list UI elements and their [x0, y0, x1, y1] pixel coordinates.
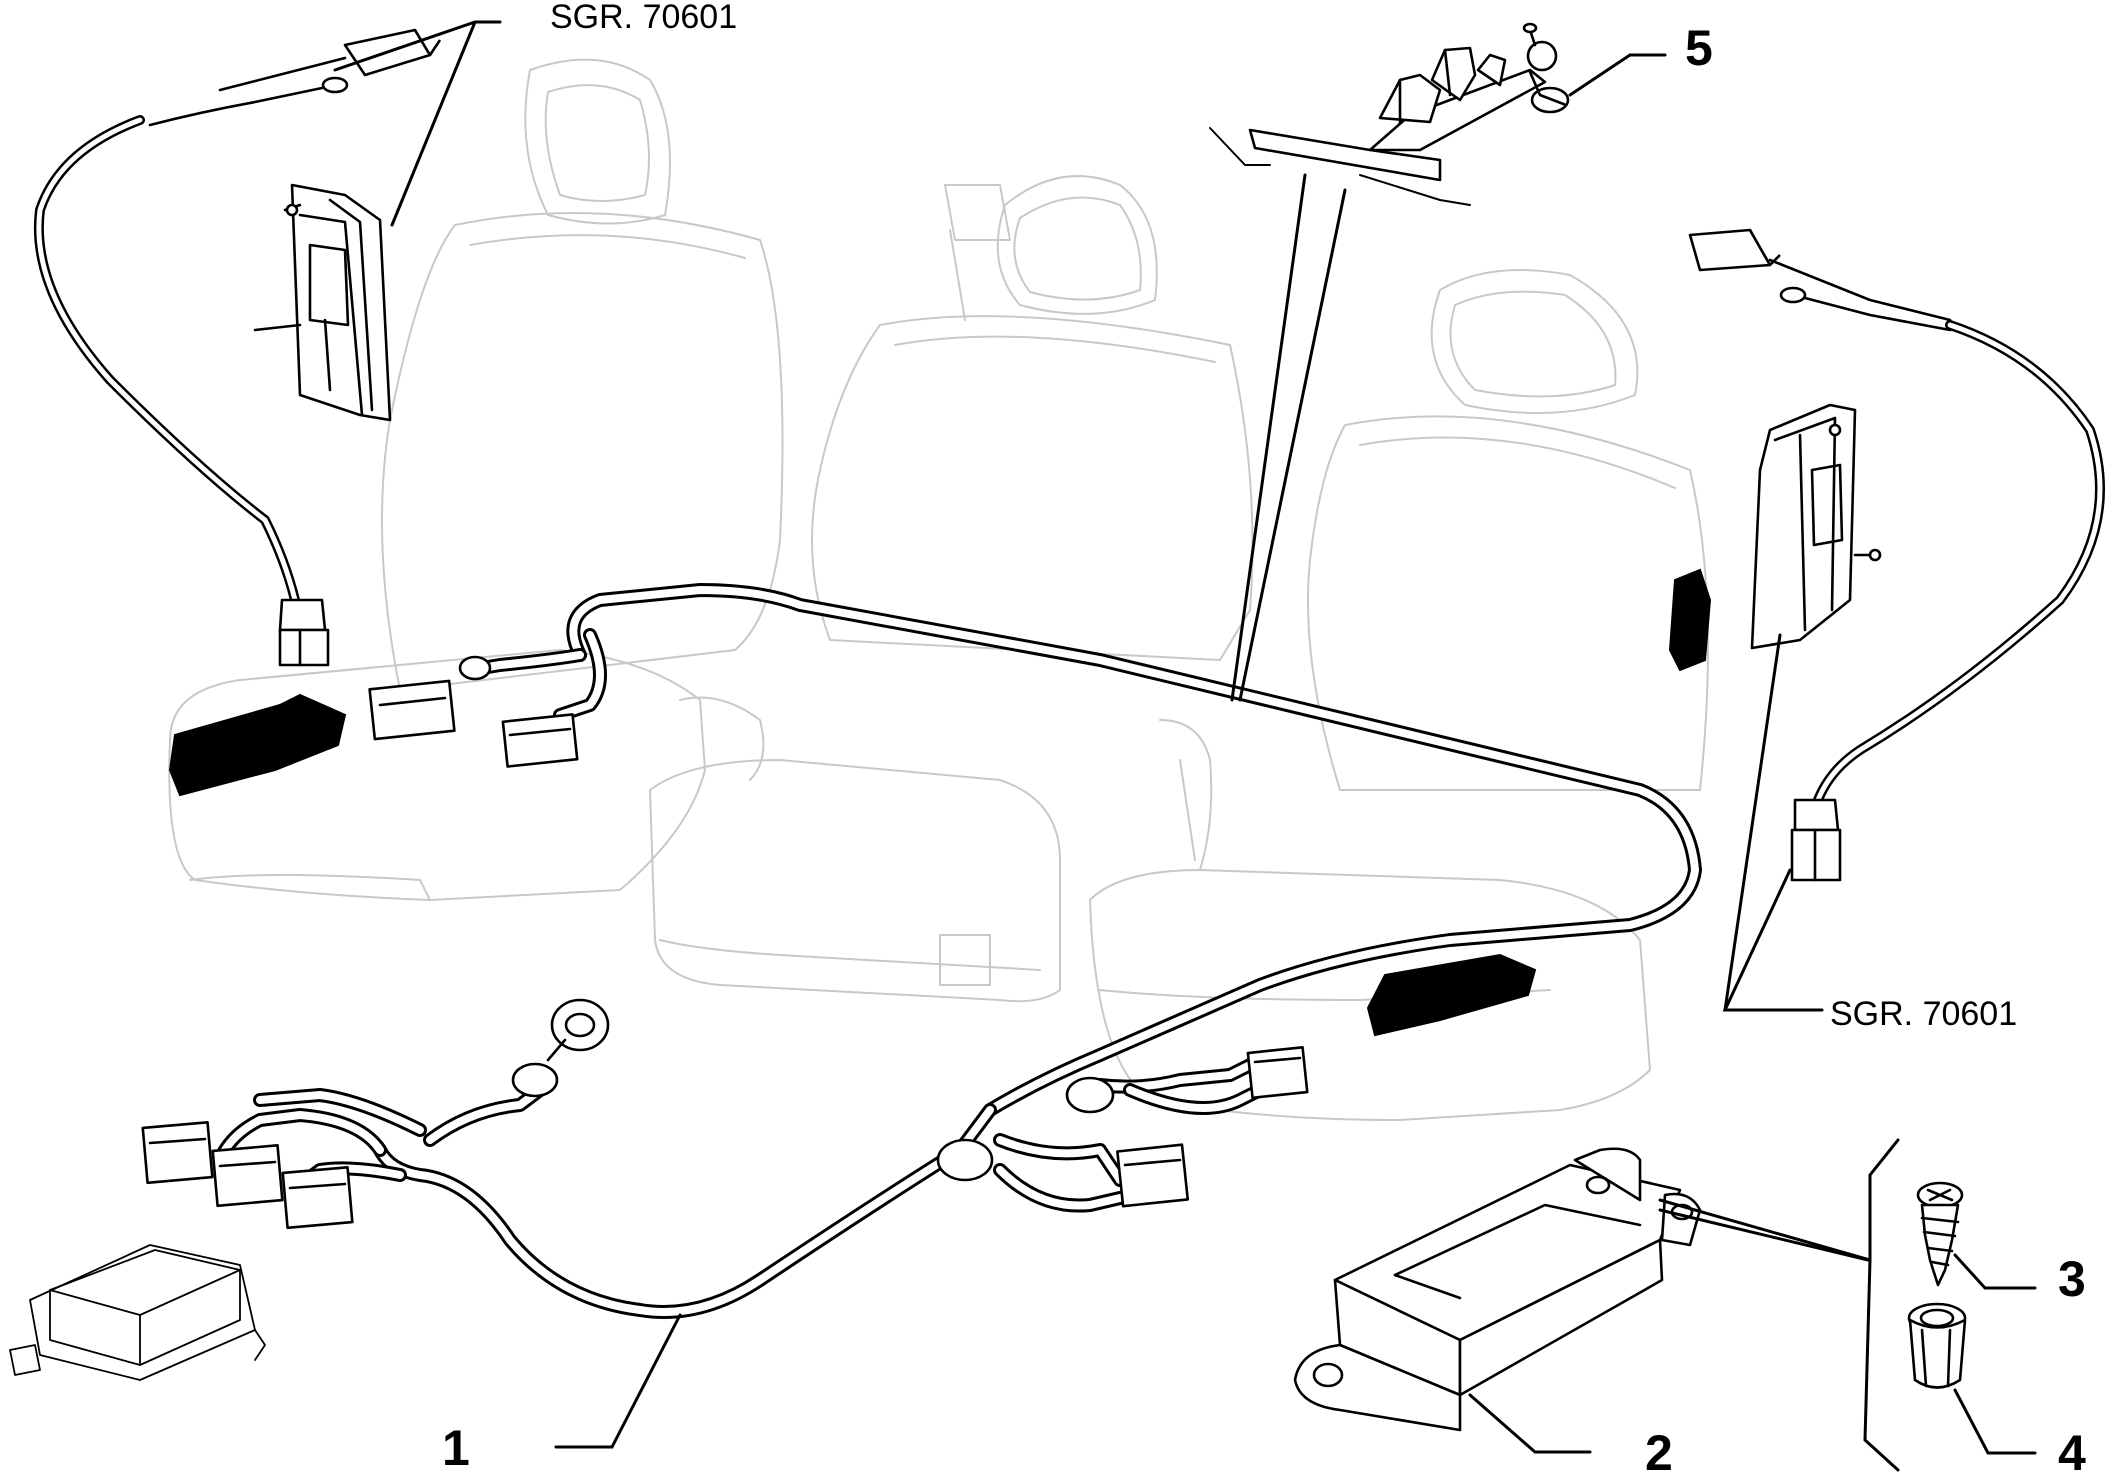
sensor-bracket	[1209, 22, 1570, 206]
callout-1: 1	[442, 1420, 470, 1473]
seat-side-modules	[168, 568, 1712, 1037]
leader-lines	[333, 20, 2037, 1472]
callout-3: 3	[2058, 1251, 2086, 1307]
callout-4: 4	[2058, 1425, 2086, 1473]
ecu-reference-outline	[9, 1244, 266, 1381]
left-seatbelt-pretensioner	[33, 28, 442, 667]
reference-label-right: SGR. 70601	[1830, 995, 2017, 1033]
callout-2: 2	[1645, 1425, 1673, 1473]
reference-label-top-left: SGR. 70601	[550, 0, 737, 36]
right-seatbelt-pretensioner	[1688, 228, 2105, 882]
airbag-control-unit	[1293, 1147, 1702, 1432]
wiring-harness	[141, 583, 1702, 1319]
screw	[1916, 1181, 1964, 1287]
callout-5: 5	[1685, 20, 1713, 76]
clip-nut	[1907, 1302, 1967, 1389]
